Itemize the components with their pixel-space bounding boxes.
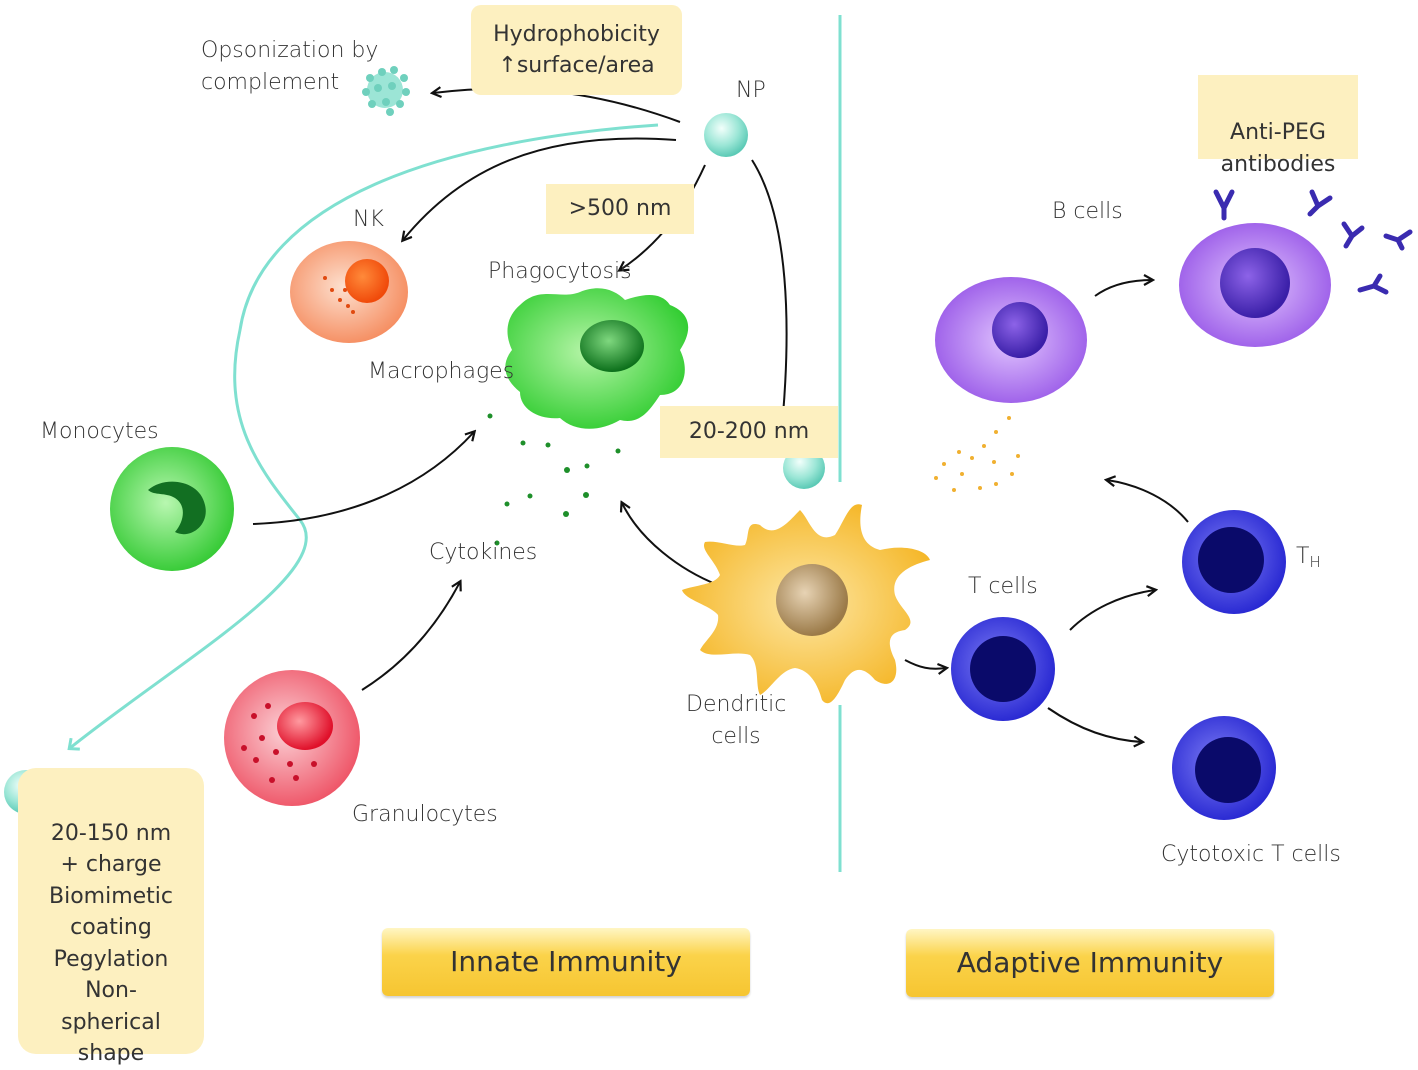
surface-area-label: ↑surface/area — [498, 53, 655, 78]
antigen-dots — [934, 416, 1020, 492]
b-cell-icon — [935, 277, 1087, 403]
opsonization-label: Opsonization by complement — [201, 38, 379, 95]
adaptive-immunity-banner: Adaptive Immunity — [906, 929, 1274, 997]
monocyte-icon — [110, 447, 234, 571]
size-20-200-label: 20-200 nm — [688, 419, 810, 444]
arrow-np-to-dendritic — [751, 159, 787, 415]
evasion-path-arrow — [70, 123, 659, 748]
macrophage-icon — [505, 288, 689, 429]
size-20-200-box: 20-200 nm — [660, 406, 838, 458]
innate-immunity-label: Innate Immunity — [450, 945, 682, 978]
antibody-icons — [1213, 189, 1413, 295]
th-label: TH — [1296, 544, 1321, 571]
th-main-label: T — [1296, 544, 1310, 569]
size-500-box: >500 nm — [546, 184, 694, 234]
arrow-monocyte-to-macrophage — [252, 432, 474, 525]
anti-peg-box: Anti-PEG antibodies — [1198, 75, 1358, 177]
arrow-tcell-to-cytotoxic — [1047, 707, 1142, 742]
macrophages-label: Macrophages — [368, 359, 515, 384]
arrow-tcell-to-th — [1069, 590, 1155, 631]
arrow-dendritic-to-cytokines — [622, 503, 719, 586]
cytotoxic-t-cells-label: Cytotoxic T cells — [1161, 842, 1341, 867]
phagocytosis-label: Phagocytosis — [488, 259, 632, 284]
complement-cluster-icon — [362, 66, 410, 116]
innate-immunity-banner: Innate Immunity — [382, 928, 750, 996]
nk-cell-icon — [290, 241, 408, 343]
th-cell-icon — [1182, 510, 1286, 614]
arrow-np-to-nk — [403, 137, 677, 240]
b-cells-label: B cells — [1052, 199, 1123, 224]
granulocyte-icon — [224, 670, 360, 806]
nanoparticle-icon — [704, 113, 748, 157]
hydrophobicity-box: Hydrophobicity ↑surface/area — [471, 5, 682, 95]
adaptive-immunity-label: Adaptive Immunity — [956, 946, 1224, 979]
cytotoxic-t-cell-icon — [1172, 716, 1276, 820]
t-cells-label: T cells — [968, 574, 1038, 599]
arrow-granulocyte-to-cytokines — [361, 582, 460, 691]
plasma-cell-icon — [1179, 223, 1331, 347]
t-cell-icon — [951, 617, 1055, 721]
anti-peg-label: Anti-PEG antibodies — [1220, 120, 1336, 177]
th-sub-label: H — [1309, 553, 1321, 571]
dendritic-cells-label: Dendritic cells — [686, 692, 787, 749]
cytokines-label: Cytokines — [429, 540, 538, 565]
arrow-bcell-to-plasma — [1094, 280, 1152, 297]
nk-label: NK — [353, 207, 384, 232]
size-500-label: >500 nm — [568, 196, 672, 221]
monocytes-label: Monocytes — [40, 419, 159, 444]
stealth-features-label: 20-150 nm + charge Biomimetic coating Pe… — [48, 820, 173, 1067]
arrow-th-to-bcell — [1107, 480, 1189, 523]
dendritic-cell-icon — [682, 504, 930, 704]
np-label: NP — [736, 78, 766, 103]
granulocytes-label: Granulocytes — [352, 802, 498, 827]
arrow-dendritic-to-tcell — [904, 659, 946, 669]
hydrophobicity-label: Hydrophobicity — [493, 22, 660, 47]
cytokine-dots — [487, 413, 621, 546]
stealth-features-box: 20-150 nm + charge Biomimetic coating Pe… — [18, 768, 204, 1066]
